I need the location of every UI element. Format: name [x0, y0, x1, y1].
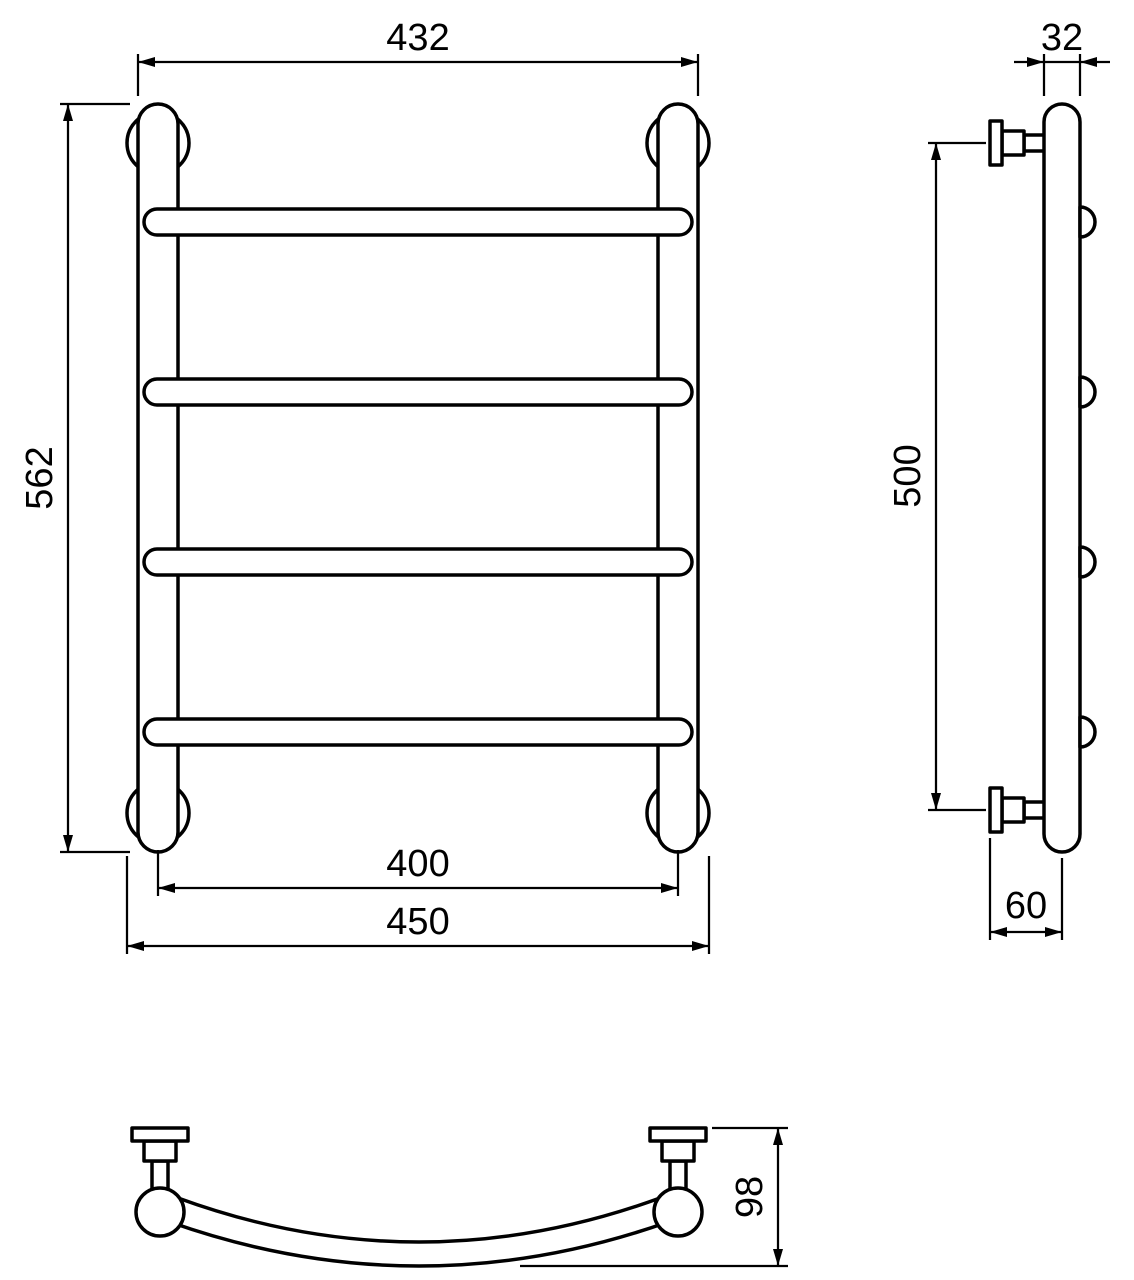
plan-view: 98 — [130, 1126, 788, 1268]
dim-mount-span: 500 — [887, 141, 986, 812]
arrowhead — [158, 883, 175, 893]
rail-end-3 — [1078, 545, 1097, 579]
fitting-nut — [1000, 129, 1026, 157]
curved-rail-inner-line — [169, 1220, 669, 1268]
rail-4 — [142, 717, 694, 747]
fitting-nut — [142, 1139, 178, 1163]
dim-label-overall-width: 450 — [386, 901, 449, 943]
dim-label-mount-span: 500 — [887, 444, 929, 507]
rail-end-4 — [1078, 715, 1097, 749]
arrowhead — [1080, 57, 1097, 67]
front-view: 432 562 400 450 — [19, 17, 711, 954]
fitting-nut — [660, 1139, 696, 1163]
dim-label-height: 562 — [19, 446, 61, 509]
side-view: 32 500 60 — [887, 17, 1110, 940]
rail-3 — [142, 547, 694, 577]
arrowhead — [138, 57, 155, 67]
dim-label-wall-offset: 60 — [1005, 885, 1047, 927]
rail-2 — [142, 377, 694, 407]
dim-label-axis-width: 400 — [386, 843, 449, 885]
post-section-left — [134, 1186, 186, 1238]
arrowhead — [63, 104, 73, 121]
arrowhead — [773, 1128, 783, 1145]
post-section-right — [652, 1186, 704, 1238]
rails — [142, 207, 694, 747]
fitting-flange — [648, 1126, 708, 1143]
fitting-nut — [1000, 796, 1026, 824]
fitting-flange — [988, 119, 1004, 167]
dim-label-tube: 32 — [1041, 17, 1083, 59]
side-post — [1042, 102, 1082, 854]
plan-left-fitting — [130, 1126, 190, 1195]
plan-right-fitting — [648, 1126, 708, 1195]
arrowhead — [661, 883, 678, 893]
arrowhead — [63, 835, 73, 852]
arrowhead — [931, 143, 941, 160]
fitting-flange — [988, 786, 1004, 834]
arrowhead — [692, 941, 709, 951]
fitting-flange — [130, 1126, 190, 1143]
dim-top-width: 432 — [136, 17, 700, 96]
dim-label-depth: 98 — [729, 1176, 771, 1218]
rail-end-2 — [1078, 375, 1097, 409]
arrowhead — [931, 793, 941, 810]
dim-height: 562 — [19, 102, 130, 854]
top-wall-fitting — [988, 119, 1048, 167]
side-rail-ends — [1078, 205, 1097, 749]
dim-wall-offset: 60 — [988, 838, 1064, 940]
dim-depth: 98 — [520, 1126, 788, 1268]
arrowhead — [127, 941, 144, 951]
dim-axis-width: 400 — [156, 843, 680, 896]
arrowhead — [990, 927, 1007, 937]
rail-end-1 — [1078, 205, 1097, 239]
arrowhead — [1027, 57, 1044, 67]
curved-rail-outer-line — [177, 1196, 661, 1244]
dim-tube: 32 — [1014, 17, 1110, 96]
bottom-wall-fitting — [988, 786, 1048, 834]
rail-1 — [142, 207, 694, 237]
dim-overall-width: 450 — [125, 856, 711, 954]
arrowhead — [681, 57, 698, 67]
arrowhead — [1045, 927, 1062, 937]
arrowhead — [773, 1249, 783, 1266]
dim-label-top-width: 432 — [386, 17, 449, 59]
